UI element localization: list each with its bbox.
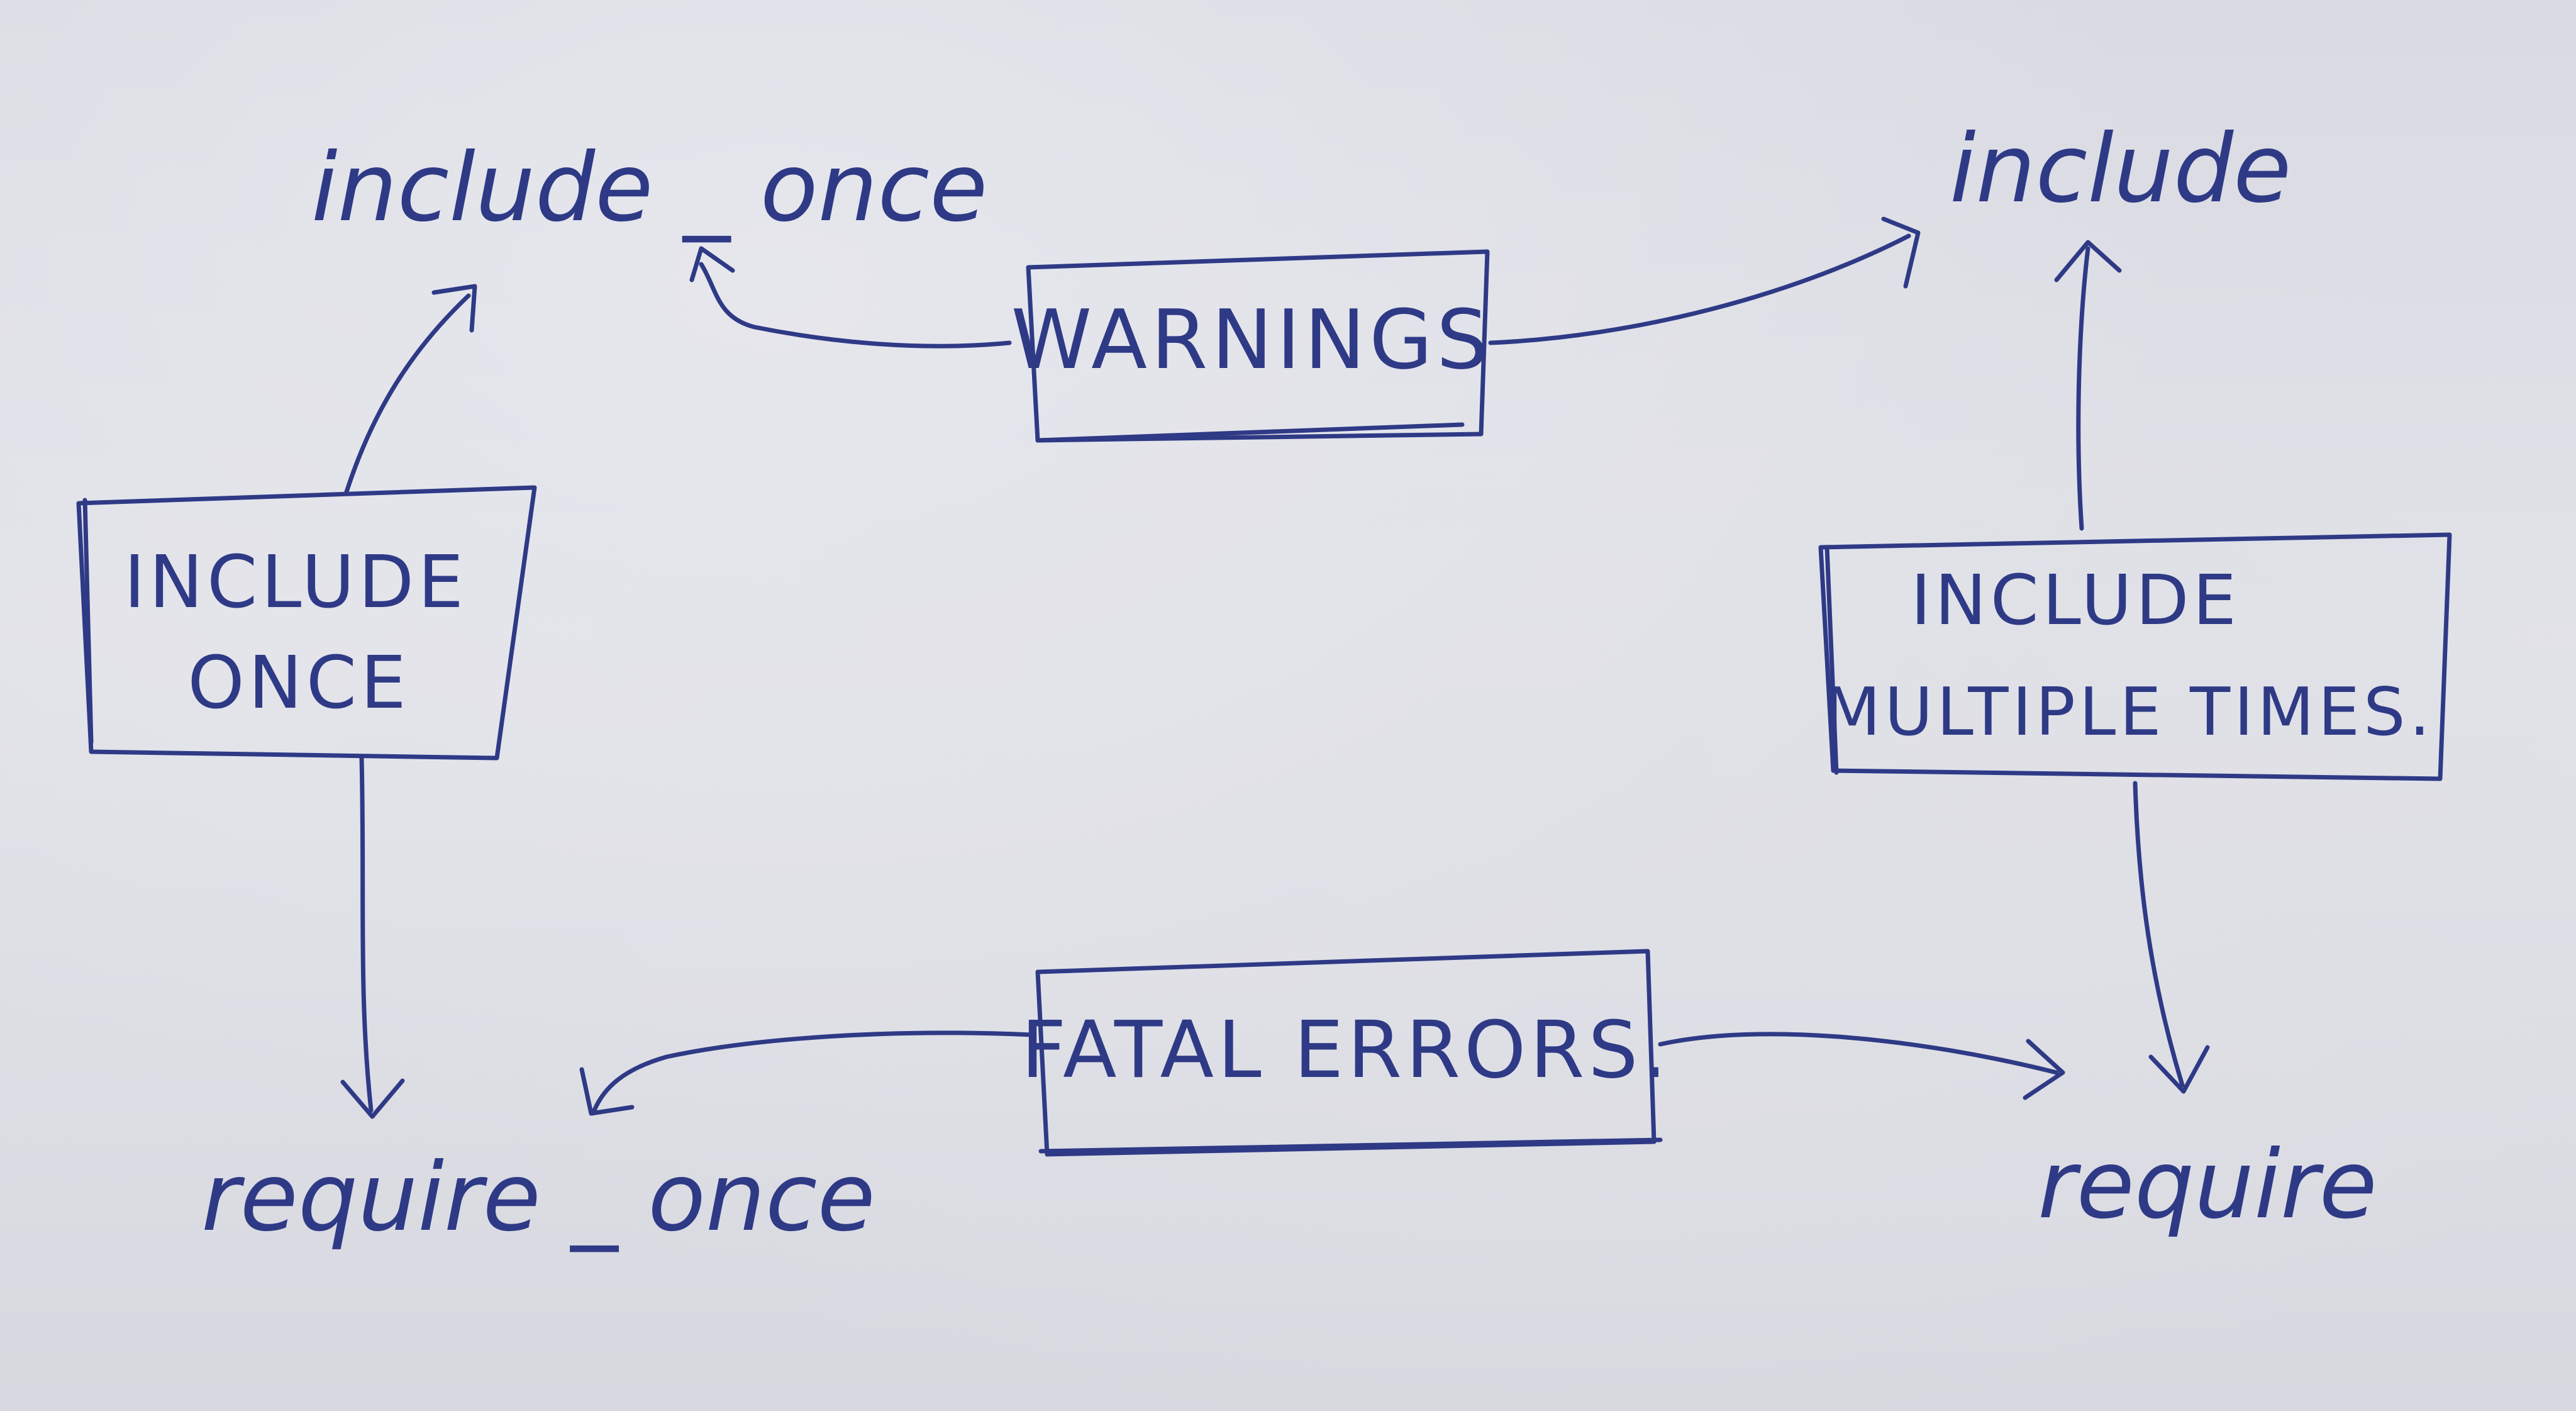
include-multiple-label-line2: MULTIPLE TIMES. [1824, 674, 2434, 750]
warnings-label: WARNINGS [1011, 292, 1492, 388]
arrow-warnings-to-include-once [689, 246, 1012, 349]
arrow-fatal-errors-to-require-once [579, 1030, 1034, 1116]
include-function-label: include [1950, 114, 2291, 224]
include-once-label-line2: ONCE [187, 641, 410, 725]
include-once-box: INCLUDE ONCE [76, 485, 537, 761]
require-once-function-label: require _ once [201, 1143, 875, 1252]
arrow-include-multiple-box-to-require [2133, 781, 2210, 1094]
include-once-label-line1: INCLUDE [124, 540, 467, 625]
arrow-include-multiple-box-to-include [2054, 240, 2122, 531]
include-multiple-label-line1: INCLUDE [1911, 560, 2240, 640]
warnings-box: WARNINGS [1011, 249, 1492, 443]
fatal-errors-box: FATAL ERRORS. [1021, 949, 1671, 1157]
arrow-fatal-errors-to-require [1658, 1032, 2065, 1100]
arrow-warnings-to-include [1488, 216, 1921, 345]
arrow-include-once-box-to-require-once [340, 756, 405, 1119]
require-function-label: require [2038, 1130, 2377, 1240]
include-multiple-times-box: INCLUDE MULTIPLE TIMES. [1818, 532, 2452, 781]
arrow-include-once-box-to-include-once [343, 284, 477, 496]
include-once-function-label: include _ once [311, 133, 987, 243]
fatal-errors-label: FATAL ERRORS. [1021, 1005, 1671, 1096]
